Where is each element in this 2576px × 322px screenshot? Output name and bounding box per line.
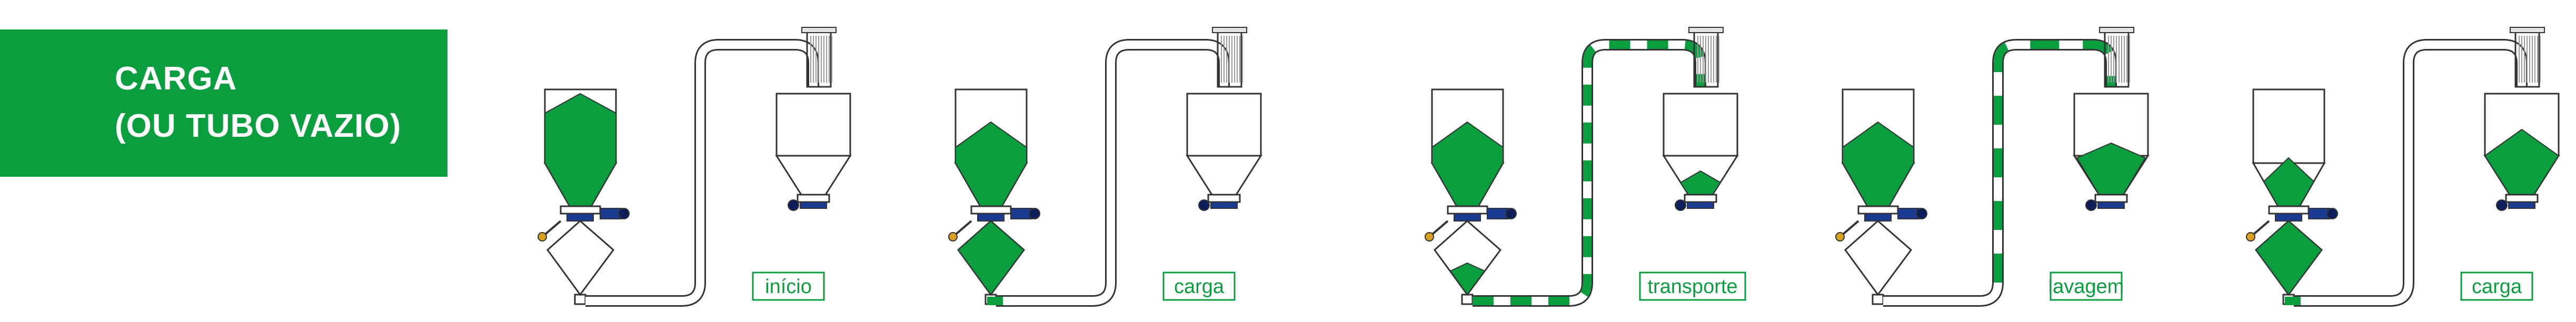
- stage-2: carga: [948, 27, 1262, 307]
- gate-valve-body: [1857, 205, 1899, 215]
- gate-valve-disk: [566, 213, 594, 222]
- receiver-outlet: [1684, 194, 1717, 203]
- tube-product-slugs: [1473, 41, 1705, 305]
- inlet-fitting: [2246, 232, 2255, 242]
- transfer-vessel: [1844, 220, 1913, 296]
- stage-label-box: lavagem: [2048, 271, 2124, 301]
- receiver-valve-knob: [2085, 199, 2097, 211]
- discharge-valve: [1461, 294, 1474, 305]
- tube-bore: [2294, 41, 2526, 305]
- inlet-fitting: [1835, 232, 1845, 242]
- receiver-product: [2076, 142, 2146, 195]
- motor-cap: [1212, 27, 1247, 33]
- inlet-fitting: [1425, 232, 1434, 242]
- tube-bore: [996, 41, 1228, 305]
- receiver-valve: [2097, 202, 2125, 209]
- stage-label-box: carga: [2460, 271, 2533, 301]
- receiver-body: [1186, 93, 1262, 157]
- stage-3: transporte: [1425, 27, 1746, 307]
- hopper-product: [1842, 121, 1914, 207]
- stage-label-box: transporte: [1639, 271, 1746, 301]
- gate-valve-body: [2268, 205, 2310, 215]
- gate-valve-body: [560, 205, 601, 215]
- hopper-product: [1431, 121, 1504, 207]
- stage-label: início: [765, 276, 812, 298]
- receiver-cone: [775, 155, 852, 196]
- discharge-valve: [1872, 294, 1884, 305]
- receiver-outlet: [1207, 194, 1241, 203]
- valve-knob: [1916, 208, 1927, 219]
- gate-valve-disk: [1864, 213, 1892, 222]
- hopper-body: [2252, 88, 2325, 164]
- stage-label: carga: [2472, 276, 2522, 298]
- receiver-valve: [2508, 202, 2535, 209]
- receiver-outlet: [797, 194, 830, 203]
- gate-valve-disk: [1454, 213, 1481, 222]
- gate-valve-disk: [977, 213, 1004, 222]
- title-banner: CARGA (OU TUBO VAZIO): [0, 29, 447, 177]
- valve-knob: [1505, 208, 1517, 219]
- receiver-valve-knob: [1675, 199, 1686, 211]
- motor-cap: [801, 27, 837, 33]
- inlet-fitting: [538, 232, 547, 242]
- motor-cap: [2510, 27, 2545, 33]
- stage-5: carga: [2246, 27, 2560, 307]
- stage-label-frame: [1162, 271, 1236, 301]
- valve-knob: [2326, 208, 2338, 219]
- receiver-body: [1663, 93, 1738, 157]
- stage-label-box: carga: [1162, 271, 1236, 301]
- valve-knob: [618, 208, 630, 219]
- hopper-product: [2263, 157, 2315, 207]
- transfer-vessel: [546, 220, 615, 296]
- stage-label: lavagem: [2048, 276, 2124, 298]
- hopper-product: [544, 93, 616, 207]
- title-line-2: (OU TUBO VAZIO): [115, 108, 402, 144]
- title-line-1: CARGA: [115, 61, 237, 97]
- stage-label: carga: [1174, 276, 1225, 298]
- receiver-outlet: [2094, 194, 2128, 203]
- gate-valve-disk: [2275, 213, 2302, 222]
- receiver-valve: [800, 202, 827, 209]
- stage-1: início: [538, 27, 852, 307]
- stage-label: transporte: [1647, 276, 1737, 298]
- receiver-valve-knob: [788, 199, 799, 211]
- hopper-product: [955, 121, 1027, 207]
- vessel-product: [1449, 262, 1486, 296]
- receiver-product: [2484, 128, 2560, 195]
- receiver-valve-knob: [1198, 199, 1210, 211]
- receiver-valve-knob: [2496, 199, 2508, 211]
- receiver-valve: [1210, 202, 1238, 209]
- motor-cap: [1688, 27, 1724, 33]
- stage-label-frame: [752, 271, 825, 301]
- discharge-valve: [574, 294, 586, 305]
- receiver-outlet: [2505, 194, 2539, 203]
- tube-bore: [585, 41, 818, 305]
- receiver-product: [1679, 170, 1722, 195]
- tube-product-slugs: [1994, 41, 2115, 283]
- stage-label-frame: [2460, 271, 2533, 301]
- inlet-fitting: [948, 232, 958, 242]
- receiver-body: [775, 93, 851, 157]
- vessel-product: [2255, 220, 2323, 296]
- gate-valve-body: [970, 205, 1012, 215]
- receiver-cone: [1186, 155, 1262, 196]
- stage-label-frame: [1639, 271, 1746, 301]
- stage-4: lavagem: [1835, 27, 2150, 307]
- vessel-product: [957, 220, 1025, 296]
- stage-label-box: início: [752, 271, 825, 301]
- receiver-valve: [1687, 202, 1714, 209]
- gate-valve-body: [1447, 205, 1488, 215]
- stage-label-frame: [2050, 271, 2123, 301]
- motor-cap: [2099, 27, 2134, 33]
- valve-knob: [1029, 208, 1040, 219]
